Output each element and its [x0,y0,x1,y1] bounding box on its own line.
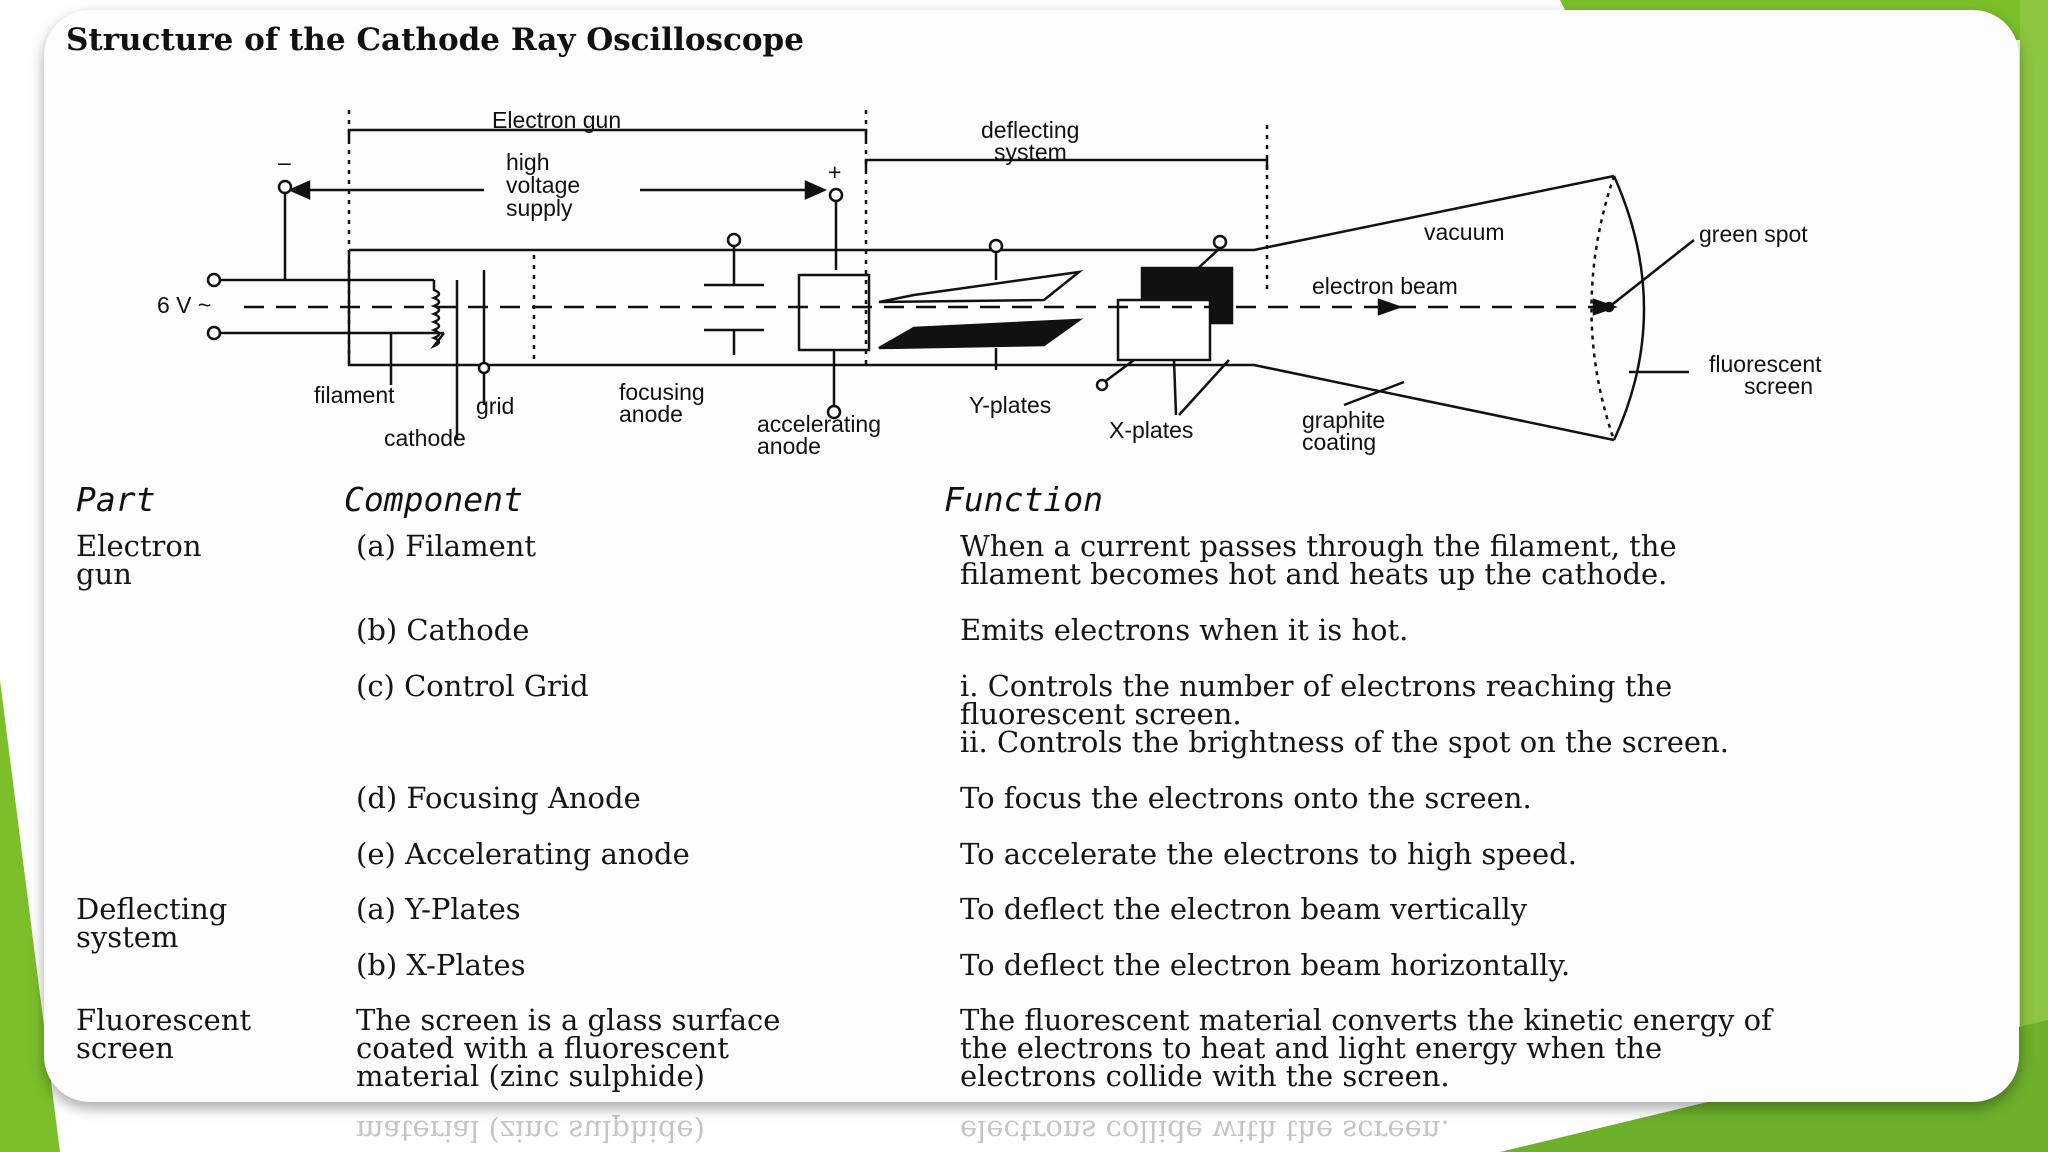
row-8-function: The fluorescent material converts the ki… [960,1003,1772,1093]
card-reflection: material (zinc sulphide) electrons colli… [340,1108,1990,1152]
row-4-function: To focus the electrons onto the screen. [960,781,1532,815]
label-x-plates: X-plates [1109,417,1193,443]
y-plate-top [878,270,1084,304]
content-card: Structure of the Cathode Ray Oscilloscop… [44,10,2019,1102]
screen-inner-dotted [1590,175,1616,441]
six-v-terminal-bottom [206,325,222,341]
label-y-plates: Y-plates [969,392,1051,418]
label-electron-gun: Electron gun [492,107,621,133]
accelerating-anode-plate [797,273,871,352]
label-vacuum: vacuum [1424,219,1505,245]
row-1-part: Electron gun [76,529,202,591]
reflection-left: material (zinc sulphide) [356,1114,705,1148]
header-function: Function [944,480,1103,519]
deflecting-system-bracket [864,158,1269,170]
label-green-spot: green spot [1699,221,1808,247]
row-5-component: (e) Accelerating anode [356,837,690,871]
hv-arrow-left [287,180,311,200]
label-plus: + [828,159,841,185]
fluorescent-screen-curve [1612,175,1646,441]
x-plate-pointer-1 [1172,359,1178,416]
terminal-plus [828,187,844,203]
x-plate-pointer-2 [1178,359,1230,416]
row-4-component: (d) Focusing Anode [356,781,641,815]
y-plate-bottom [878,318,1084,350]
label-six-v: 6 V ~ [157,292,211,318]
beam-arrow-1 [1377,298,1403,316]
header-part: Part [76,480,156,519]
row-6-part: Deflecting system [76,892,228,954]
row-1-component: (a) Filament [356,529,537,563]
x-plate-terminal [1212,234,1228,250]
grid-terminal [477,361,491,375]
row-8-component: The screen is a glass surface coated wit… [356,1003,781,1093]
electron-gun-bracket [347,128,868,140]
x-plate-wire [1193,247,1221,273]
green-spot-pointer [1608,239,1695,308]
row-3-function: i. Controls the number of electrons reac… [960,669,1729,759]
row-7-function: To deflect the electron beam horizontall… [960,948,1571,982]
label-filament: filament [314,382,395,408]
header-component: Component [344,480,523,519]
y-plate-terminal [988,238,1004,254]
label-minus: – [278,149,291,175]
terminal-minus [277,179,293,195]
label-grid: grid [476,393,514,419]
row-2-component: (b) Cathode [356,613,530,647]
hv-arrow-right [804,180,828,200]
row-6-component: (a) Y-Plates [356,892,521,926]
row-3-component: (c) Control Grid [356,669,589,703]
label-cathode: cathode [384,425,466,451]
focusing-anode-terminal [726,232,742,248]
row-7-component: (b) X-Plates [356,948,526,982]
reflection-right: electrons collide with the screen. [960,1114,1450,1148]
row-6-function: To deflect the electron beam vertically [960,892,1528,926]
filament-coil [430,280,445,349]
label-electron-beam: electron beam [1312,273,1458,299]
row-8-part: Fluorescent screen [76,1003,252,1065]
row-1-function: When a current passes through the filame… [960,529,1677,591]
row-5-function: To accelerate the electrons to high spee… [960,837,1577,871]
page-title: Structure of the Cathode Ray Oscilloscop… [66,22,804,58]
x-plate-front [1116,298,1212,362]
graphite-pointer [1343,380,1405,407]
x-plate-bottom-terminal [1095,378,1109,392]
row-2-function: Emits electrons when it is hot. [960,613,1409,647]
six-v-terminal-top [206,272,222,288]
green-accent-right [2020,0,2048,1152]
